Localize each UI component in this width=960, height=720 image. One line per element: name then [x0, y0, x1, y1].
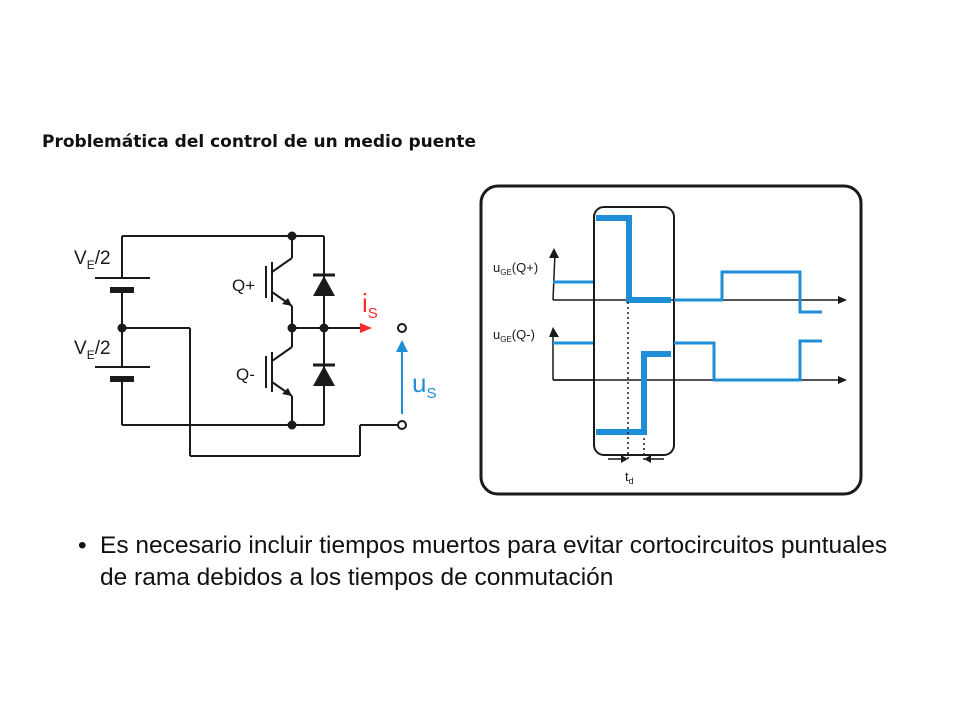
label-ve-lower: VE/2	[74, 338, 111, 362]
label-uge-q-minus: uGE(Q-)	[493, 327, 535, 344]
label-q-minus: Q-	[236, 365, 255, 384]
emitter-arrow-icon	[282, 388, 292, 396]
bullet-dot-icon: •	[78, 532, 87, 559]
junction-dots	[117, 231, 329, 430]
transition-window	[593, 206, 675, 456]
igbt-q-plus	[265, 257, 293, 307]
bullet-text: Es necesario incluir tiempos muertos par…	[100, 532, 888, 591]
output-terminal-bottom	[397, 420, 407, 430]
arrow-up-icon	[549, 248, 559, 258]
waveform-q-minus	[553, 339, 822, 435]
battery-lower	[95, 366, 150, 382]
arrow-left-icon	[644, 455, 651, 463]
arrow-right-icon	[838, 376, 847, 384]
slide-title: Problemática del control de un medio pue…	[42, 132, 477, 152]
label-uge-q-plus: uGE(Q+)	[493, 260, 538, 277]
arrow-right-icon	[621, 455, 628, 463]
battery-upper	[95, 277, 150, 293]
diode-upper	[313, 273, 335, 296]
waveform-q-plus	[553, 215, 822, 314]
arrow-up-icon	[549, 327, 559, 337]
output-terminal-top	[397, 323, 407, 333]
label-t-d: td	[625, 469, 634, 486]
dead-time-markers	[627, 302, 645, 462]
emitter-arrow-icon	[282, 298, 292, 306]
timing-panel	[479, 184, 863, 496]
label-ve-upper: VE/2	[74, 248, 111, 272]
label-u-s: uS	[412, 368, 436, 402]
current-arrow-icon	[360, 323, 372, 333]
arrow-right-icon	[838, 296, 847, 304]
axis-y-upper	[552, 252, 556, 301]
igbt-q-minus	[265, 346, 293, 397]
arrow-up-icon	[396, 340, 408, 352]
voltage-arrow	[396, 340, 408, 414]
label-i-s: iS	[362, 288, 378, 322]
label-q-plus: Q+	[232, 276, 255, 295]
half-bridge-circuit	[121, 235, 398, 457]
diode-lower	[313, 363, 335, 386]
